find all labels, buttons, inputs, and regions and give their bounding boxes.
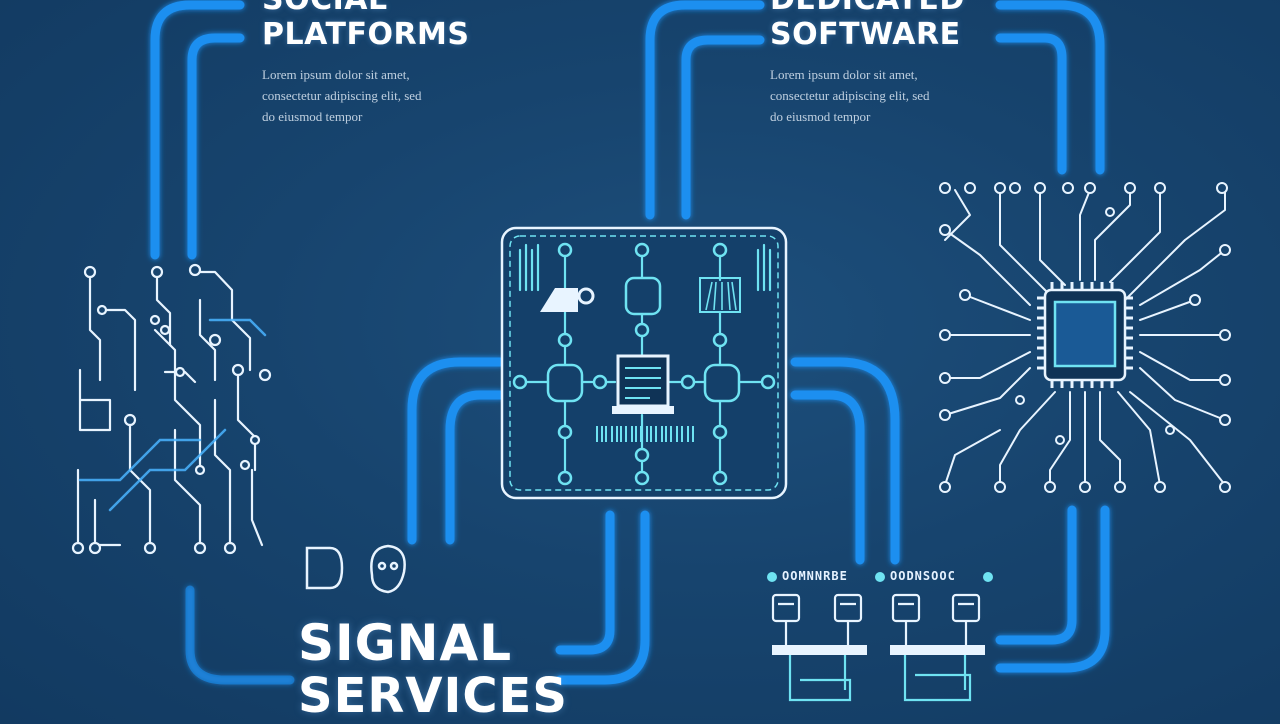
dedicated-description-line-2: consectetur adipiscing elit, sed — [770, 88, 930, 103]
social-description-line-2: consectetur adipiscing elit, sed — [262, 88, 422, 103]
connector-dedicated-right-outer — [995, 0, 1105, 175]
panel-label-left: OOMNNRBE — [782, 569, 848, 583]
connector-panel-outer — [790, 357, 900, 565]
social-title-top: SOCIAL — [262, 0, 388, 15]
dedicated-description-line-1: Lorem ipsum dolor sit amet, — [770, 67, 918, 82]
connector-social-inner — [187, 33, 245, 260]
connector-bottom-right-inner — [995, 505, 1077, 645]
connector-signal-outer — [407, 357, 505, 545]
connector-bottom-right-outer — [995, 505, 1110, 673]
signal-title-line-2: SERVICES — [298, 668, 568, 724]
connector-dedicated-left-outer — [645, 0, 765, 220]
connector-bottom-mid-inner — [555, 510, 615, 655]
connector-dedicated-right-inner — [995, 33, 1067, 175]
connector-signal-inner — [445, 390, 505, 545]
signal-title-line-1: SIGNAL — [298, 614, 513, 672]
panel-label-right: OODNSOOC — [890, 569, 956, 583]
connector-bottom-mid-outer — [555, 510, 650, 685]
connector-panel-inner — [790, 390, 865, 565]
social-description-line-1: Lorem ipsum dolor sit amet, — [262, 67, 410, 82]
dedicated-description-line-3: do eiusmod tempor — [770, 109, 871, 124]
social-description-line-3: do eiusmod tempor — [262, 109, 363, 124]
connector-dedicated-left-inner — [681, 35, 765, 220]
social-title: PLATFORMS — [262, 17, 470, 52]
connector-social-outer — [150, 0, 245, 260]
connector-bottom-left — [185, 585, 295, 685]
dedicated-title-top: DEDICATED — [770, 0, 965, 15]
dedicated-title: SOFTWARE — [770, 17, 961, 52]
